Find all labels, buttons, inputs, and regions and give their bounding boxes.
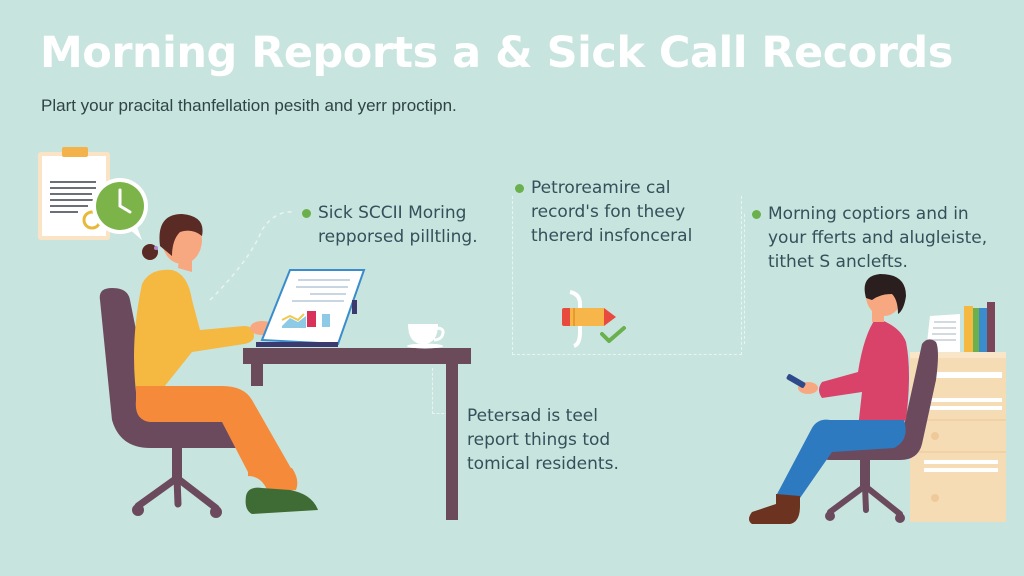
page-title: Morning Reports a & Sick Call Records <box>40 28 953 78</box>
connector-line <box>744 214 746 344</box>
connector-line <box>432 368 453 414</box>
page-subtitle: Plart your pracital thanfellation pesith… <box>41 96 457 115</box>
man-figure <box>749 274 909 524</box>
callout-sick-call: Sick SCCII Moring repporsed pilltling. <box>302 201 478 249</box>
bullet-dot <box>752 210 761 219</box>
bullet-dot <box>302 209 311 218</box>
callout-report: Petersad is teel report things tod tomic… <box>467 406 619 474</box>
books-icon <box>964 302 995 352</box>
pencil-icon <box>562 290 616 348</box>
desk <box>243 348 471 520</box>
callout-records: Petroreamire cal record's fon theey ther… <box>515 176 692 248</box>
clock-icon <box>92 178 148 240</box>
callout-morning: Morning coptiors and in your fferts and … <box>752 202 987 274</box>
connector-line <box>512 196 742 355</box>
clipboard-icon <box>38 147 110 240</box>
checkmark-icon <box>600 326 626 343</box>
laptop-document <box>256 269 366 347</box>
woman-figure <box>134 214 318 514</box>
coffee-cup-icon <box>407 324 445 349</box>
bullet-dot <box>515 184 524 193</box>
